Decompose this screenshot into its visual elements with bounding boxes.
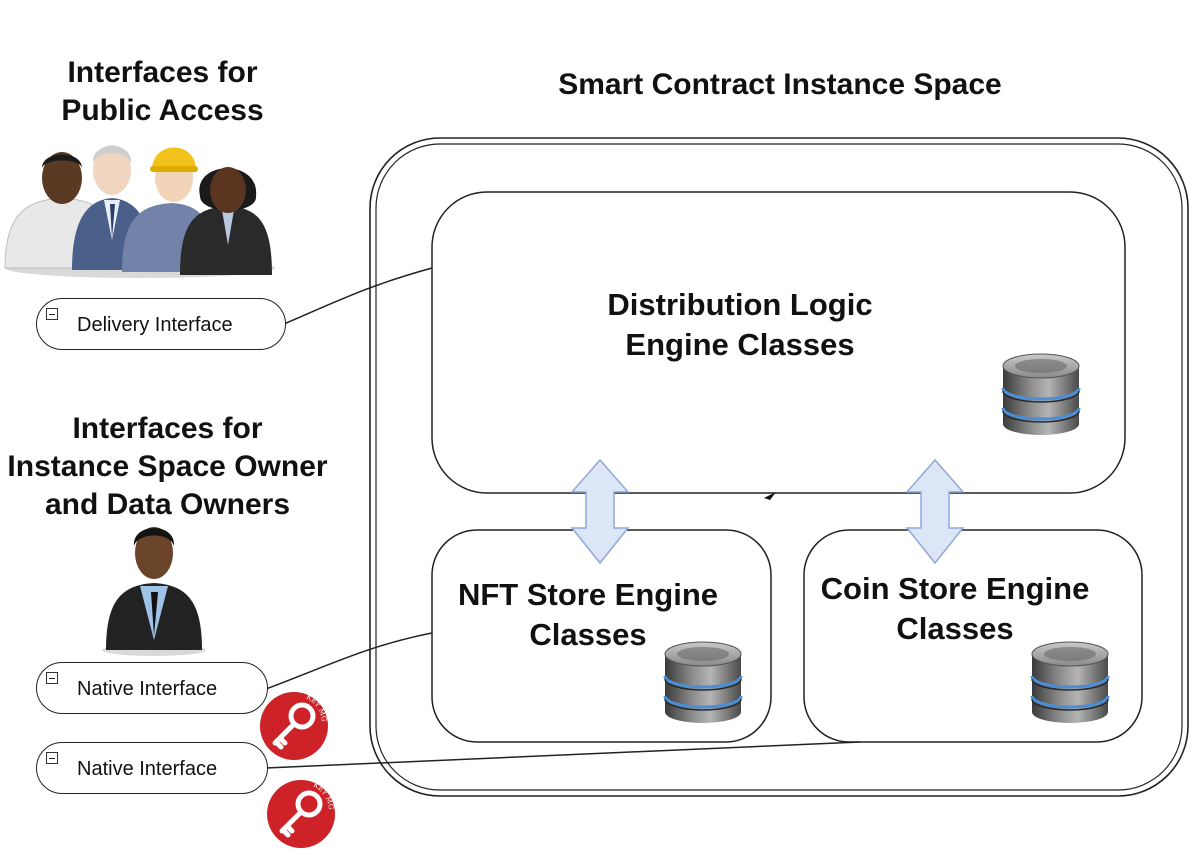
collapse-icon[interactable] bbox=[46, 308, 58, 320]
coin-store-engine-title: Coin Store Engine Classes bbox=[820, 571, 1090, 646]
double-arrow-icon bbox=[570, 458, 630, 565]
people-group-icon bbox=[4, 145, 275, 278]
instance-space-container-inner-border bbox=[375, 143, 1183, 791]
instance-space-heading: Smart Contract Instance Space bbox=[558, 68, 1002, 101]
database-icon bbox=[1001, 352, 1081, 437]
distribution-engine-title: Distribution Logic Engine Classes bbox=[607, 287, 873, 362]
native-interface-label: Native Interface bbox=[77, 758, 218, 780]
delivery-interface[interactable]: Delivery Interface bbox=[36, 298, 286, 350]
key-mgmt-badge-icon bbox=[263, 774, 335, 848]
owners-heading: Interfaces for Instance Space Owner and … bbox=[7, 412, 328, 521]
key-mgmt-badge-icon bbox=[256, 686, 328, 760]
instance-space-container bbox=[369, 137, 1189, 797]
database-icon bbox=[1030, 640, 1110, 725]
small-arrowhead-icon bbox=[764, 492, 776, 500]
native-interface-1[interactable]: Native Interface bbox=[36, 662, 268, 714]
native-interface-label: Native Interface bbox=[77, 678, 218, 700]
collapse-icon[interactable] bbox=[46, 672, 58, 684]
delivery-interface-label: Delivery Interface bbox=[77, 314, 233, 336]
native-connector-2 bbox=[265, 741, 861, 769]
native-interface-2[interactable]: Native Interface bbox=[36, 742, 268, 794]
double-arrow-icon bbox=[905, 458, 965, 565]
delivery-connector bbox=[283, 267, 433, 325]
nft-store-engine-title: NFT Store Engine Classes bbox=[457, 577, 719, 652]
public-access-heading: Interfaces for Public Access bbox=[61, 56, 264, 127]
collapse-icon[interactable] bbox=[46, 752, 58, 764]
native-connector-1 bbox=[265, 632, 433, 690]
distribution-engine-box[interactable] bbox=[431, 191, 1126, 494]
businessman-icon bbox=[102, 527, 206, 656]
